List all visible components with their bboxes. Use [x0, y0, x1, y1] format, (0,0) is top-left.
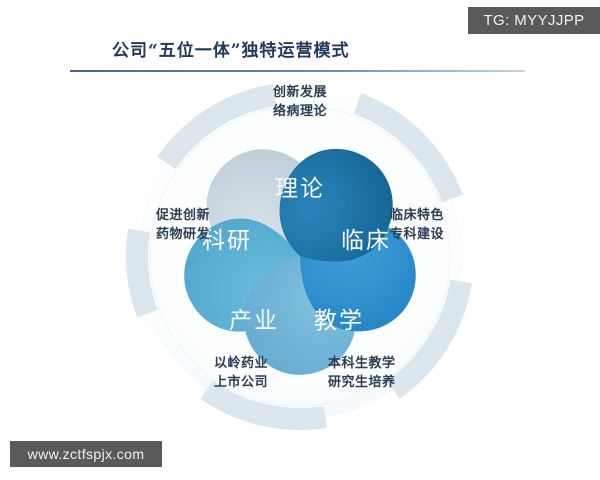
- outer-label-theory-line1: 创新发展: [272, 85, 328, 100]
- outer-label-teaching: 本科生教学 研究生培养: [328, 355, 396, 393]
- outer-label-industry-line2: 上市公司: [213, 374, 268, 390]
- outer-label-teaching-line1: 本科生教学: [328, 356, 396, 371]
- outer-label-research-line1: 促进创新: [155, 208, 210, 223]
- outer-label-clinical-line1: 临床特色: [390, 208, 445, 223]
- outer-label-theory-line2: 络病理论: [272, 103, 328, 119]
- outer-label-industry-line1: 以岭药业: [213, 356, 268, 371]
- telegram-watermark-badge: TG: MYYJJPP: [468, 7, 600, 34]
- outer-label-clinical: 临床特色 专科建设: [390, 207, 444, 245]
- title-divider: [70, 70, 525, 72]
- five-in-one-diagram: 理论 临床 教学 产业 科研 创新发展 络病理论 临床特色 专科建设 本科生教学…: [100, 78, 500, 433]
- title-block: 公司“五位一体”独特运营模式: [70, 36, 530, 72]
- petal-clinical: [279, 148, 393, 262]
- outer-label-research-line2: 药物研发: [155, 226, 210, 242]
- outer-label-industry: 以岭药业 上市公司: [214, 355, 268, 393]
- diagram-svg: [126, 84, 472, 430]
- page-title: 公司“五位一体”独特运营模式: [112, 41, 350, 61]
- petal-group: [184, 148, 416, 375]
- outer-label-theory: 创新发展 络病理论: [273, 84, 327, 122]
- outer-label-research: 促进创新 药物研发: [156, 207, 210, 245]
- outer-label-teaching-line2: 研究生培养: [328, 374, 396, 390]
- site-watermark-badge: www.zctfspjx.com: [10, 441, 162, 467]
- outer-label-clinical-line2: 专科建设: [390, 226, 445, 242]
